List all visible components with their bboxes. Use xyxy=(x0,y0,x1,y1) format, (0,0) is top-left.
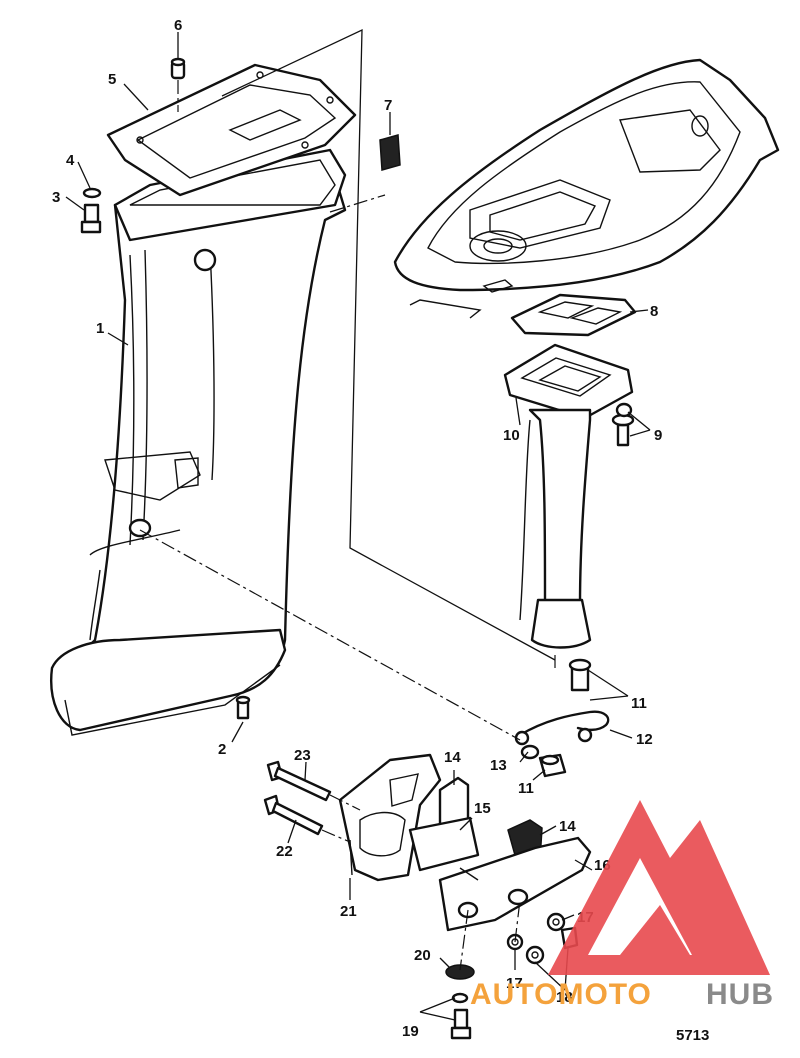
callout-9: 9 xyxy=(654,427,662,444)
watermark-text-primary: AUTOMOTO xyxy=(470,978,652,1011)
callout-1: 1 xyxy=(96,320,104,337)
callout-8: 8 xyxy=(650,303,658,320)
wire-bolts xyxy=(520,658,592,778)
callout-14b: 14 xyxy=(559,818,576,835)
watermark-text-secondary: HUB xyxy=(706,978,774,1011)
callout-4: 4 xyxy=(66,152,75,169)
callout-18: 18 xyxy=(556,989,573,1006)
top-gasket xyxy=(106,63,357,197)
adapter-plate xyxy=(393,58,780,319)
watermark-triangle-mark xyxy=(548,800,770,975)
bottom-hardware xyxy=(445,964,475,1040)
driveshaft-housing xyxy=(50,148,347,736)
rubber-pad xyxy=(379,134,401,171)
callout-14a: 14 xyxy=(444,749,461,766)
callout-15: 15 xyxy=(474,800,491,817)
exhaust-tube xyxy=(503,343,634,649)
callout-11b: 11 xyxy=(518,780,534,797)
callout-13: 13 xyxy=(490,757,507,774)
ground-wire xyxy=(514,710,610,746)
leader-lines xyxy=(65,32,651,1021)
callout-19: 19 xyxy=(402,1023,419,1040)
callout-20: 20 xyxy=(414,947,431,964)
callout-2: 2 xyxy=(218,741,226,758)
figure-number: 5713 xyxy=(676,1027,709,1044)
exhaust-gasket xyxy=(510,293,637,337)
callout-10: 10 xyxy=(503,427,520,444)
dowel-pin xyxy=(170,57,186,80)
callout-7: 7 xyxy=(384,97,392,114)
tube-seal xyxy=(235,695,251,720)
watermark-logo: AUTOMOTO HUB xyxy=(470,800,774,1011)
callout-3: 3 xyxy=(52,189,60,206)
callout-6: 6 xyxy=(174,17,182,34)
swivel-bracket xyxy=(338,753,442,882)
bracket-bolts xyxy=(263,760,332,836)
tube-screw xyxy=(611,402,635,447)
callout-5: 5 xyxy=(108,71,116,88)
bracket-pads xyxy=(408,776,543,872)
callout-11a: 11 xyxy=(631,695,647,712)
housing-screw xyxy=(80,187,102,234)
callout-22: 22 xyxy=(276,843,293,860)
callout-23: 23 xyxy=(294,747,311,764)
callout-12: 12 xyxy=(636,731,653,748)
alignment-lines xyxy=(139,28,556,971)
callout-17b: 17 xyxy=(506,975,523,992)
callout-21: 21 xyxy=(340,903,357,920)
lower-mount xyxy=(438,836,592,932)
